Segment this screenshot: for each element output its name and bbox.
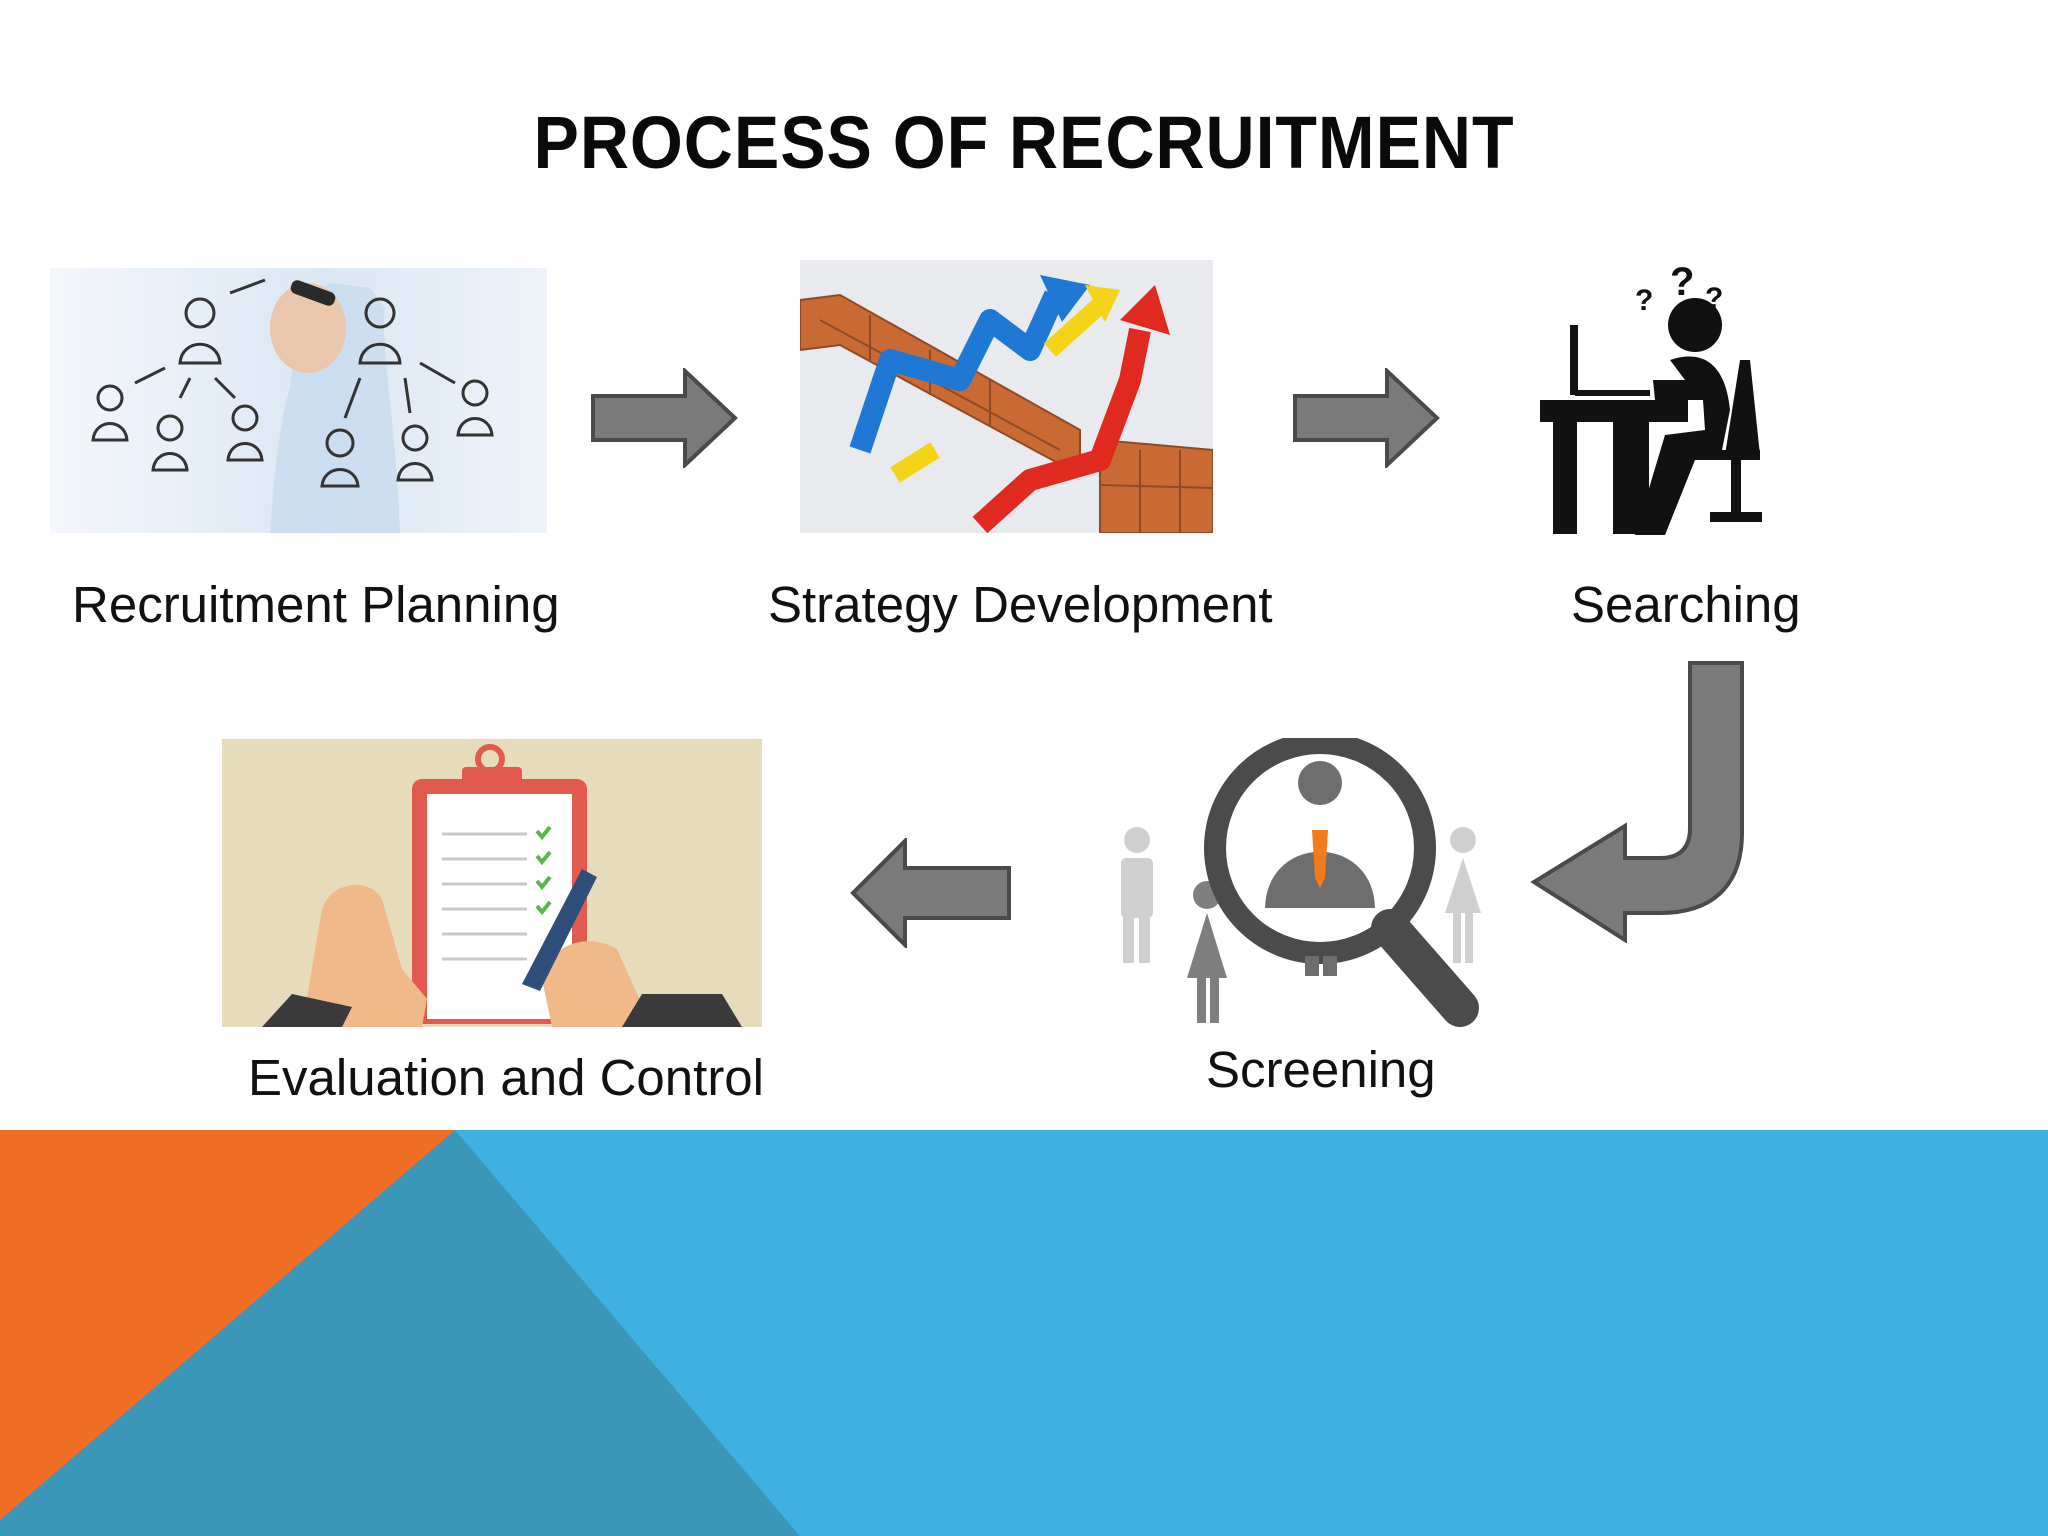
bottom-band [0,1130,2048,1536]
step-label-recruitment-planning: Recruitment Planning [72,576,560,633]
slide-title: PROCESS OF RECRUITMENT [533,101,1515,184]
band-teal [0,1130,800,1536]
org-chart-drawing-icon [50,268,547,533]
magnifier-people-icon [1121,738,1481,1027]
svg-text:?: ? [1635,284,1653,317]
svg-text:?: ? [1670,260,1694,304]
step-label-searching: Searching [1571,576,1801,633]
arrows-over-wall-icon [800,260,1213,533]
arrow-left-icon [850,838,1011,948]
step-label-evaluation-and-control: Evaluation and Control [248,1049,765,1106]
step-label-strategy-development: Strategy Development [768,576,1273,633]
person-at-computer-icon: ? ? ? [1540,260,1762,535]
arrow-right-icon [1293,368,1440,468]
clipboard-checklist-icon [222,739,762,1027]
curved-arrow-icon [1530,661,1744,943]
arrow-right-icon [591,368,738,468]
step-label-screening: Screening [1206,1041,1436,1098]
